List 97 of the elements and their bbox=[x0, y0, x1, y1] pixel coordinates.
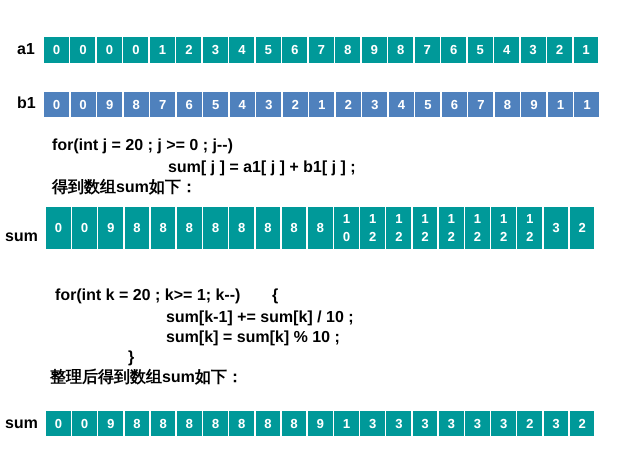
array-cell: 10 bbox=[334, 207, 359, 249]
array-cell: 7 bbox=[468, 92, 494, 117]
array-cell: 9 bbox=[362, 37, 387, 63]
array-cell: 1 bbox=[574, 37, 598, 63]
array-cell: 2 bbox=[570, 411, 594, 436]
array-cell: 9 bbox=[98, 411, 124, 436]
array-cell: 6 bbox=[442, 92, 467, 117]
array-cell: 12 bbox=[386, 207, 412, 249]
array-cell: 5 bbox=[203, 92, 228, 117]
array-name: sum bbox=[5, 228, 38, 246]
array-cell: 8 bbox=[308, 207, 333, 249]
array-cell: 12 bbox=[360, 207, 385, 249]
array-cell: 0 bbox=[70, 92, 96, 117]
array-cell: 4 bbox=[494, 37, 520, 63]
array-cell: 8 bbox=[388, 37, 414, 63]
array-cell: 2 bbox=[336, 92, 361, 117]
array-cell: 1 bbox=[334, 411, 359, 436]
array-cell: 0 bbox=[46, 411, 71, 436]
array-cell: 3 bbox=[544, 207, 568, 249]
code-line: sum[ j ] = a1[ j ] + b1[ j ] ; bbox=[168, 159, 356, 177]
array-name: a1 bbox=[17, 41, 35, 59]
array-cell: 0 bbox=[70, 37, 96, 63]
array-cell: 7 bbox=[308, 37, 334, 63]
array-cell: 8 bbox=[335, 37, 360, 63]
array-cell: 8 bbox=[124, 207, 150, 249]
array-cell: 3 bbox=[520, 37, 546, 63]
array-cell: 4 bbox=[388, 92, 414, 117]
array-cell: 2 bbox=[282, 92, 308, 117]
array-cell: 6 bbox=[282, 37, 308, 63]
array-cell: 5 bbox=[415, 92, 440, 117]
array-cell: 8 bbox=[256, 411, 280, 436]
array-cell: 8 bbox=[124, 411, 150, 436]
array-cell: 3 bbox=[465, 411, 490, 436]
note-text: 得到数组sum如下： bbox=[52, 179, 197, 197]
array-cell: 3 bbox=[412, 411, 438, 436]
array-cell: 12 bbox=[412, 207, 438, 249]
array-cell: 12 bbox=[438, 207, 464, 249]
array-name: b1 bbox=[17, 95, 36, 113]
array-cell: 3 bbox=[438, 411, 464, 436]
array-cell: 1 bbox=[309, 92, 334, 117]
array-cell: 9 bbox=[98, 207, 124, 249]
array-cell: 9 bbox=[308, 411, 333, 436]
code-line: for(int k = 20 ; k>= 1; k--) bbox=[55, 287, 240, 305]
array-cell: 8 bbox=[124, 92, 149, 117]
array-cell: 0 bbox=[72, 411, 97, 436]
array-cell: 3 bbox=[362, 92, 388, 117]
note-text: 整理后得到数组sum如下： bbox=[50, 369, 243, 387]
array-cell: 8 bbox=[150, 411, 176, 436]
array-cell: 3 bbox=[386, 411, 412, 436]
array-cell: 3 bbox=[360, 411, 385, 436]
array-cell: 6 bbox=[176, 92, 202, 117]
array-cell: 8 bbox=[176, 207, 202, 249]
array-cell: 8 bbox=[176, 411, 202, 436]
array-cell: 6 bbox=[441, 37, 466, 63]
array-cell: 2 bbox=[547, 37, 572, 63]
array-cell: 8 bbox=[282, 207, 306, 249]
array-cell: 5 bbox=[468, 37, 493, 63]
array-cell: 8 bbox=[203, 207, 228, 249]
array-cell: 2 bbox=[517, 411, 542, 436]
array-cell: 1 bbox=[548, 92, 573, 117]
array-cell: 4 bbox=[230, 92, 255, 117]
brace: { bbox=[272, 287, 278, 305]
array-cell: 0 bbox=[46, 207, 71, 249]
array-cell: 3 bbox=[491, 411, 516, 436]
array-cell: 1 bbox=[150, 37, 175, 63]
array-cell: 7 bbox=[414, 37, 440, 63]
array-cell: 3 bbox=[256, 92, 282, 117]
array-cell: 0 bbox=[72, 207, 97, 249]
array-cell: 7 bbox=[150, 92, 176, 117]
code-line: sum[k] = sum[k] % 10 ; bbox=[166, 329, 340, 347]
array-cell: 3 bbox=[544, 411, 568, 436]
array-cell: 8 bbox=[229, 411, 254, 436]
array-cell: 4 bbox=[229, 37, 254, 63]
array-cell: 8 bbox=[150, 207, 176, 249]
array-cell: 8 bbox=[256, 207, 280, 249]
array-cell: 8 bbox=[494, 92, 520, 117]
array-cell: 12 bbox=[491, 207, 516, 249]
array-cell: 5 bbox=[256, 37, 281, 63]
array-cell: 0 bbox=[96, 37, 122, 63]
array-cell: 0 bbox=[44, 92, 70, 117]
array-cell: 8 bbox=[229, 207, 254, 249]
array-cell: 12 bbox=[465, 207, 490, 249]
array-cell: 9 bbox=[97, 92, 122, 117]
array-cell: 1 bbox=[574, 92, 600, 117]
array-cell: 3 bbox=[202, 37, 228, 63]
array-cell: 2 bbox=[570, 207, 594, 249]
code-line: sum[k-1] += sum[k] / 10 ; bbox=[166, 309, 354, 327]
brace: } bbox=[128, 349, 134, 367]
array-cell: 0 bbox=[123, 37, 148, 63]
array-cell: 9 bbox=[521, 92, 546, 117]
array-cell: 12 bbox=[517, 207, 542, 249]
array-cell: 8 bbox=[203, 411, 228, 436]
array-cell: 0 bbox=[44, 37, 69, 63]
array-cell: 8 bbox=[282, 411, 306, 436]
array-cell: 2 bbox=[176, 37, 202, 63]
code-line: for(int j = 20 ; j >= 0 ; j--) bbox=[52, 137, 233, 155]
array-name: sum bbox=[5, 415, 38, 433]
